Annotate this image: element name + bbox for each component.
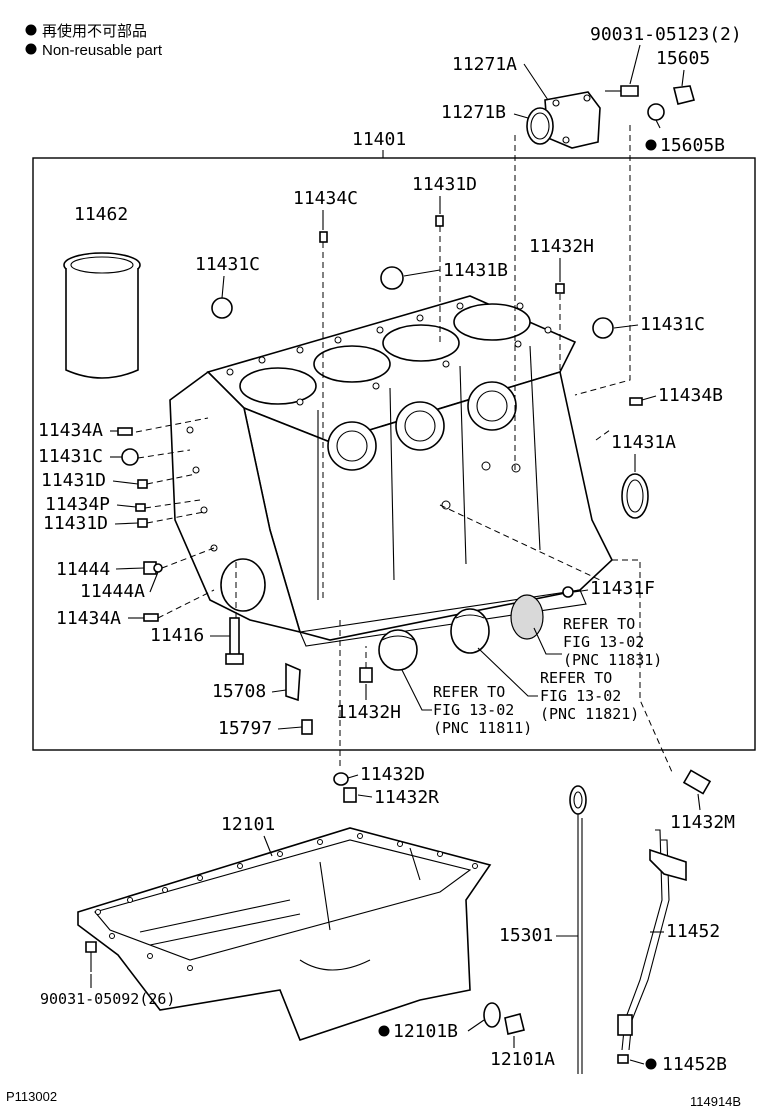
svg-text:(PNC 11821): (PNC 11821) [540, 705, 639, 723]
callout-15301: 15301 [499, 925, 553, 946]
callout-15708: 15708 [212, 681, 266, 702]
reference-11811: REFER TO FIG 13-02 (PNC 11811) [401, 669, 532, 737]
callout-90031-05092: 90031-05092(26) [40, 990, 175, 1008]
callout-11431d-top: 11431D [412, 174, 477, 195]
svg-text:FIG 13-02: FIG 13-02 [540, 687, 621, 705]
non-reusable-marker-icon [645, 139, 657, 151]
callout-15605b: 15605B [660, 135, 725, 156]
callout-11416: 11416 [150, 625, 204, 646]
svg-text:FIG 13-02: FIG 13-02 [563, 633, 644, 651]
callout-11434b: 11434B [658, 385, 723, 406]
svg-text:REFER TO: REFER TO [563, 615, 635, 633]
svg-text:FIG 13-02: FIG 13-02 [433, 701, 514, 719]
callout-11452b: 11452B [662, 1054, 727, 1075]
non-reusable-bullet-icon [25, 43, 37, 55]
callout-11432r: 11432R [374, 787, 439, 808]
svg-text:(PNC 11831): (PNC 11831) [563, 651, 662, 669]
callout-11462: 11462 [74, 204, 128, 225]
legend-item-jp: 再使用不可部品 [42, 23, 147, 40]
callout-11434a-2: 11434A [56, 608, 121, 629]
callout-11431c-side: 11431C [38, 446, 103, 467]
svg-text:REFER TO: REFER TO [433, 683, 505, 701]
reference-11831: REFER TO FIG 13-02 (PNC 11831) [533, 615, 662, 669]
callout-15797: 15797 [218, 718, 272, 739]
reference-11821: REFER TO FIG 13-02 (PNC 11821) [477, 647, 639, 723]
cylinder-block-frame [32, 157, 756, 751]
callout-11271b: 11271B [441, 102, 506, 123]
callout-11431c-right: 11431C [640, 314, 705, 335]
figure-code-left: P113002 [6, 1089, 57, 1104]
main-bearings [378, 594, 544, 671]
callout-11432m: 11432M [670, 812, 735, 833]
small-plugs [117, 215, 649, 735]
dipstick-15301 [569, 785, 587, 1074]
callout-11432d: 11432D [360, 764, 425, 785]
dashed-guides [135, 125, 673, 773]
callout-11444: 11444 [56, 559, 110, 580]
callout-11431d-2: 11431D [43, 513, 108, 534]
callout-11431a: 11431A [611, 432, 676, 453]
callout-90031-05123: 90031-05123(2) [590, 24, 742, 45]
callout-11401: 11401 [352, 129, 406, 150]
figure-code-right: 114914B [690, 1094, 741, 1109]
cover-11271a-shape [544, 91, 601, 149]
callout-11434c: 11434C [293, 188, 358, 209]
non-reusable-marker-icon [645, 1058, 657, 1070]
oil-cooler-cover-group [526, 85, 695, 149]
legend-item-en: Non-reusable part [42, 42, 163, 59]
cylinder-liner-11462 [63, 252, 141, 379]
svg-text:(PNC 11811): (PNC 11811) [433, 719, 532, 737]
callout-11432h-bottom: 11432H [336, 702, 401, 723]
lower-small-parts [333, 769, 712, 803]
callout-11434p: 11434P [45, 494, 110, 515]
plug-15605-shape [673, 85, 695, 105]
callout-11271a: 11271A [452, 54, 517, 75]
svg-text:REFER TO: REFER TO [540, 669, 612, 687]
engine-block [169, 295, 613, 647]
callout-11434a-1: 11434A [38, 420, 103, 441]
callout-11444a: 11444A [80, 581, 145, 602]
gasket-15605b-shape [647, 103, 665, 121]
callout-11431b: 11431B [443, 260, 508, 281]
callout-12101b: 12101B [393, 1021, 458, 1042]
callout-11431f: 11431F [590, 578, 655, 599]
callout-12101: 12101 [221, 814, 275, 835]
non-reusable-marker-icon [378, 1025, 390, 1037]
legend: 再使用不可部品 Non-reusable part [25, 23, 163, 59]
oil-pan-12101 [77, 827, 525, 1041]
bolt-90031-05123-shape [620, 85, 639, 97]
non-reusable-bullet-icon [25, 24, 37, 36]
callout-11432h-top: 11432H [529, 236, 594, 257]
callout-11431d-1: 11431D [41, 470, 106, 491]
callout-12101a: 12101A [490, 1049, 555, 1070]
callout-11452: 11452 [666, 921, 720, 942]
callout-11431c-left: 11431C [195, 254, 260, 275]
dipstick-guide-11452 [617, 829, 687, 1064]
callout-15605: 15605 [656, 48, 710, 69]
